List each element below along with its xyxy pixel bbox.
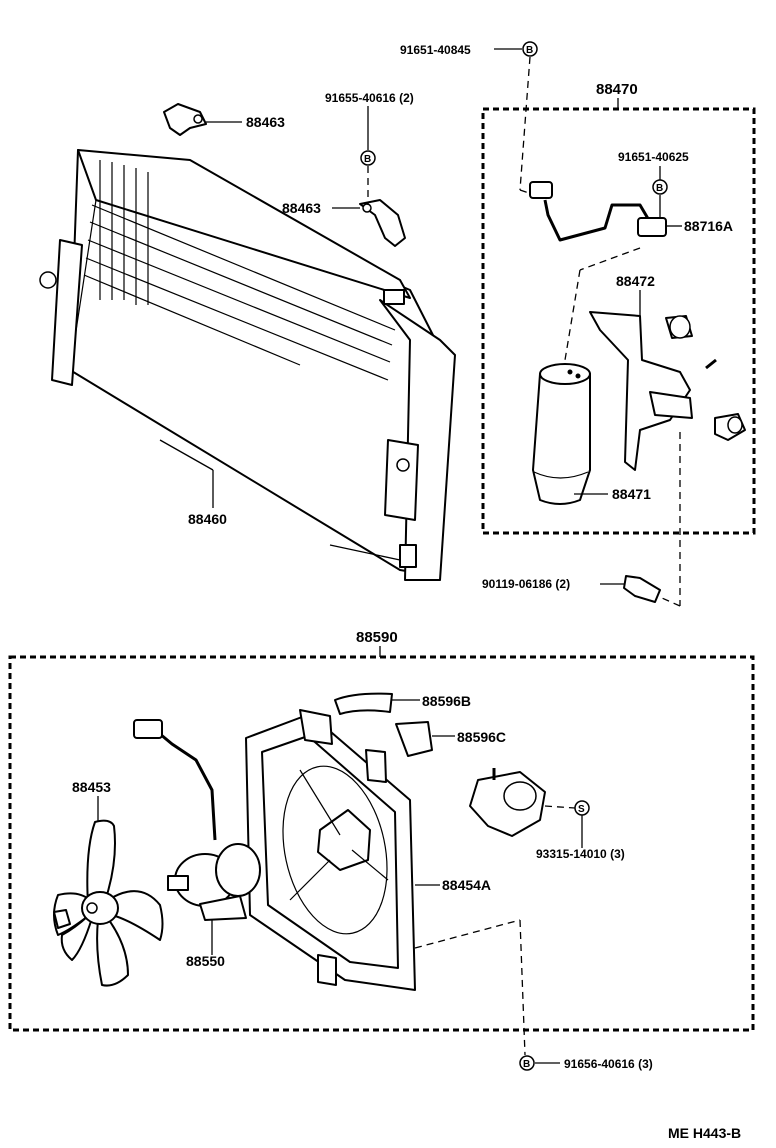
label-receiver-bracket: 88472 bbox=[616, 273, 655, 289]
label-cover-c: 88596C bbox=[457, 729, 506, 745]
svg-text:S: S bbox=[578, 804, 585, 815]
label-bracket-upper: 88463 bbox=[246, 114, 285, 130]
bolt-pair2-drawing bbox=[623, 575, 661, 603]
b-marker-1 bbox=[360, 150, 376, 166]
label-receiver: 88471 bbox=[612, 486, 651, 502]
pressure-switch-pipe bbox=[529, 181, 667, 242]
bracket-upper-drawing bbox=[163, 103, 207, 136]
cover-b-drawing bbox=[334, 692, 393, 715]
fan-shroud-drawing bbox=[245, 709, 416, 991]
label-fan: 88453 bbox=[72, 779, 111, 795]
b-marker-4 bbox=[519, 1055, 535, 1071]
label-bracket-lower: 88463 bbox=[282, 200, 321, 216]
label-shroud: 88454A bbox=[442, 877, 491, 893]
svg-text:B: B bbox=[364, 154, 371, 165]
label-bolt-top: 91651-40845 bbox=[400, 43, 471, 57]
label-cover-b: 88596B bbox=[422, 693, 471, 709]
condenser-drawing bbox=[39, 149, 456, 581]
svg-text:B: B bbox=[656, 183, 663, 194]
label-bolt-pair: 91655-40616 (2) bbox=[325, 91, 414, 105]
b-marker-2 bbox=[522, 41, 538, 57]
label-motor: 88550 bbox=[186, 953, 225, 969]
label-pressure-switch: 88716A bbox=[684, 218, 733, 234]
cover-c-drawing bbox=[395, 721, 433, 757]
doc-code: ME H443-B bbox=[668, 1125, 741, 1141]
fan-relay-drawing bbox=[469, 768, 546, 837]
label-condenser: 88460 bbox=[188, 511, 227, 527]
label-bolt-bottom: 91656-40616 (3) bbox=[564, 1057, 653, 1071]
fan-drawing bbox=[53, 819, 164, 987]
label-screw: 93315-14010 (3) bbox=[536, 847, 625, 861]
svg-text:B: B bbox=[523, 1059, 530, 1070]
label-fan-group: 88590 bbox=[356, 629, 398, 646]
receiver-bracket-drawing bbox=[589, 311, 746, 471]
label-bolt-receiver: 91651-40625 bbox=[618, 150, 689, 164]
receiver-drier-drawing bbox=[532, 363, 591, 505]
label-receiver-group: 88470 bbox=[596, 81, 638, 98]
bracket-lower-drawing bbox=[359, 199, 406, 247]
fan-group-box bbox=[8, 655, 755, 1032]
fan-motor-drawing bbox=[133, 719, 261, 921]
b-marker-3 bbox=[652, 179, 668, 195]
svg-text:B: B bbox=[526, 45, 533, 56]
label-bolt-pair2: 90119-06186 (2) bbox=[482, 577, 570, 591]
